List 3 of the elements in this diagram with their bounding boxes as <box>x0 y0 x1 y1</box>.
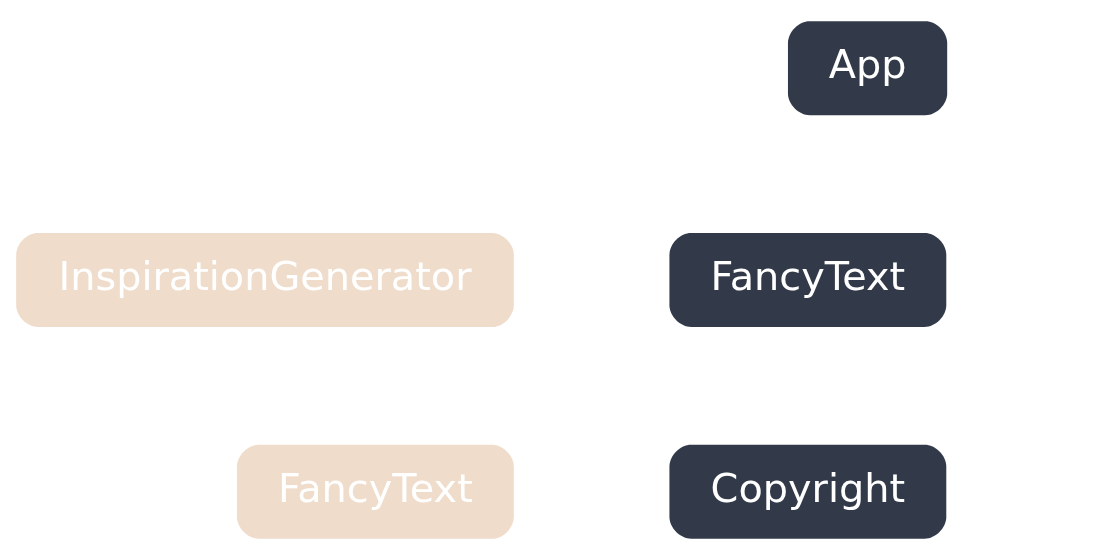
node-box: App <box>787 21 948 116</box>
node-box: Copyright <box>669 444 947 539</box>
node-box: FancyText <box>669 232 947 328</box>
